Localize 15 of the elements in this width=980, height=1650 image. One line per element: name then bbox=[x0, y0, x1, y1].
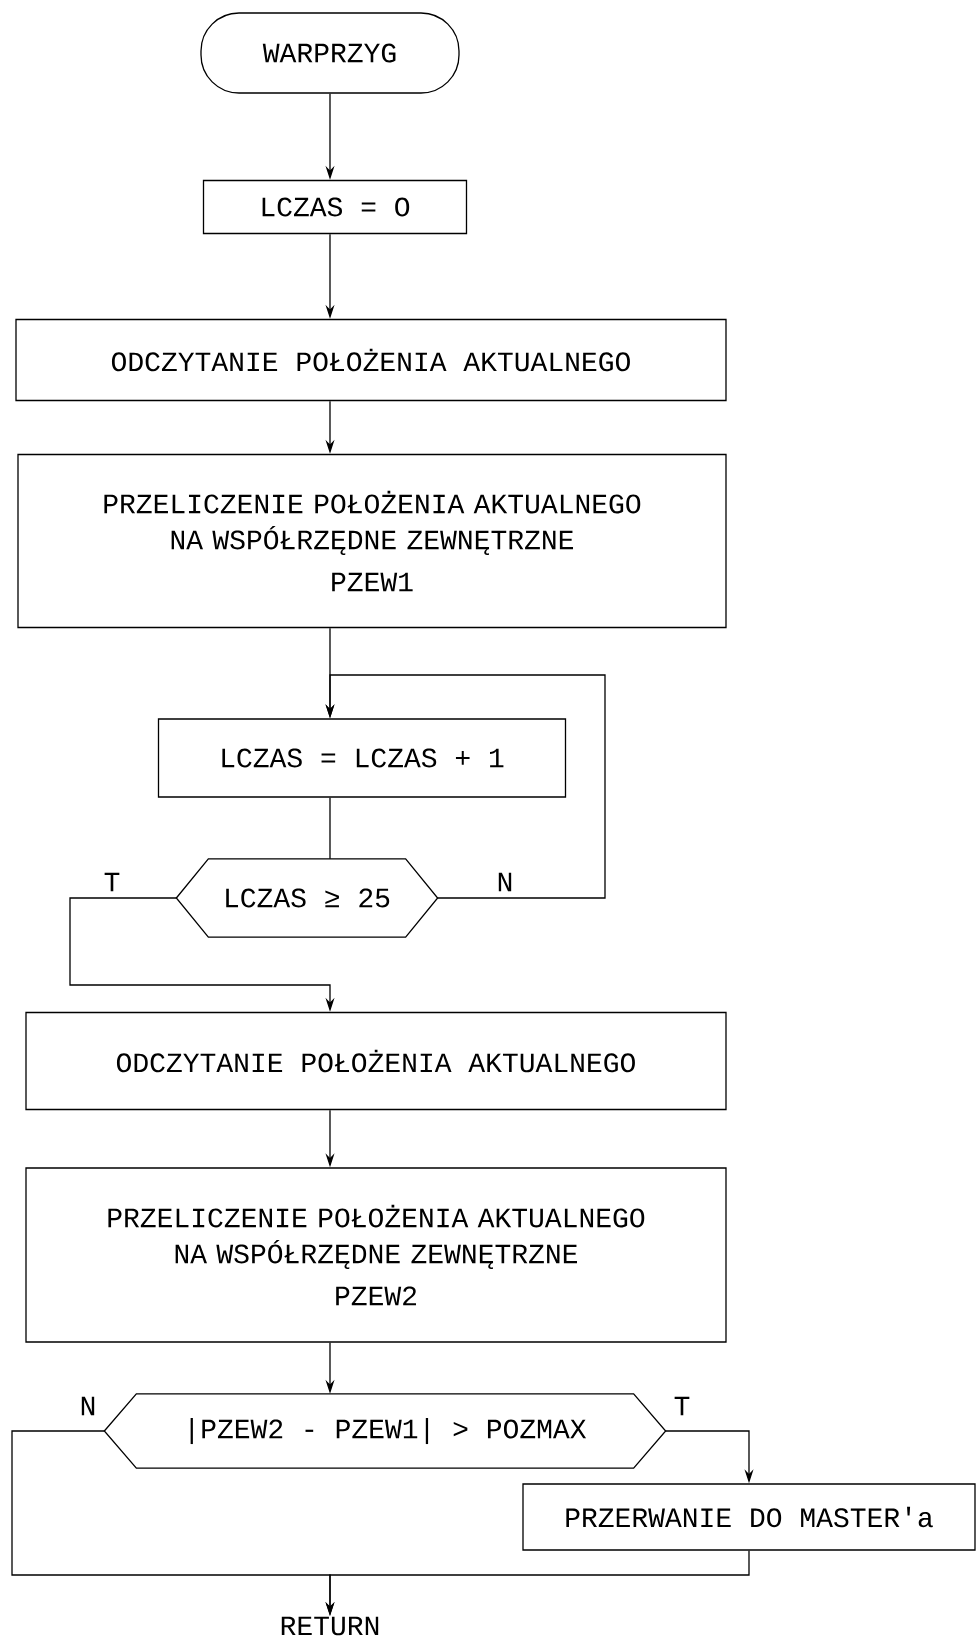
edge-label: T bbox=[101, 870, 123, 894]
edge-label: N bbox=[77, 1394, 99, 1418]
terminal-box: WARPRZYG bbox=[200, 12, 460, 94]
edge-label: N bbox=[494, 870, 516, 894]
process-box: LCZAS = O bbox=[202, 179, 468, 235]
process-box: ODCZYTANIE POŁOŻENIA AKTUALNEGO bbox=[25, 1011, 727, 1111]
process-box: ODCZYTANIE POŁOŻENIA AKTUALNEGO bbox=[15, 318, 727, 402]
process-box: PRZERWANIE DO MASTER'a bbox=[522, 1483, 976, 1551]
decision-hexagon: LCZAS ≥ 25 bbox=[175, 858, 439, 938]
end-label: RETURN bbox=[281, 1616, 379, 1636]
decision-hexagon: |PZEW2 - PZEW1| > POZMAX bbox=[103, 1393, 667, 1469]
process-box: LCZAS = LCZAS + 1 bbox=[157, 718, 567, 798]
process-box: PRZELICZENIE POŁOŻENIA AKTUALNEGO NA WSPÓŁRZĘDNE ZEWNĘTRZNE PZEW1 bbox=[17, 453, 727, 629]
process-box: PRZELICZENIE POŁOŻENIA AKTUALNEGO NA WSPÓŁRZĘDNE ZEWNĘTRZNE PZEW2 bbox=[25, 1167, 727, 1343]
edge-label: T bbox=[671, 1394, 693, 1418]
